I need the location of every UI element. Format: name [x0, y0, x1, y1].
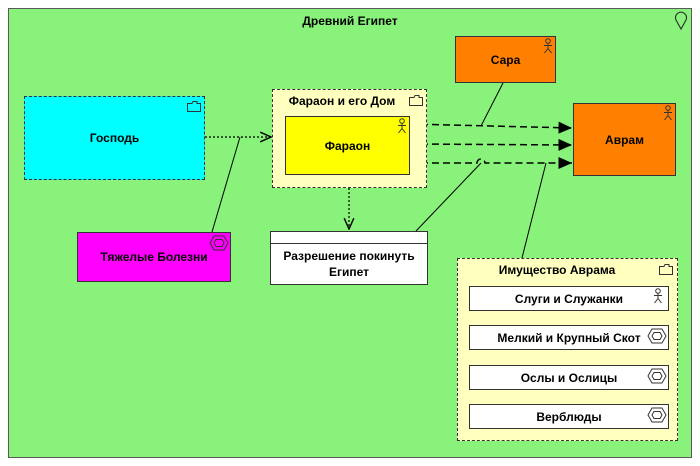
node-faraon[interactable]: Фараон — [285, 116, 410, 175]
node-bolezni-label: Тяжелые Болезни — [100, 250, 208, 264]
folder-icon — [187, 101, 201, 112]
actor-icon — [398, 118, 406, 134]
item-verblyudy-label: Верблюды — [536, 409, 602, 424]
edge-faraon-avram-1 — [409, 121, 573, 134]
edge-sara-link — [480, 82, 504, 127]
edge-bolezni-link — [211, 136, 241, 233]
actor-icon — [544, 38, 552, 54]
item-osly[interactable]: Ослы и Ослицы — [469, 365, 669, 390]
item-slugi-label: Слуги и Служанки — [514, 291, 624, 306]
node-imushchestvo-label: Имущество Аврама — [498, 263, 616, 277]
node-bolezni[interactable]: Тяжелые Болезни — [77, 232, 231, 282]
item-slugi[interactable]: Слуги и Служанки — [469, 286, 669, 311]
edge-faraon-avram-2 — [409, 138, 573, 151]
object-header-divider — [271, 243, 427, 244]
service-icon — [647, 328, 667, 344]
node-faraon-label: Фараон — [324, 138, 371, 153]
item-verblyudy[interactable]: Верблюды — [469, 404, 669, 429]
service-icon — [647, 407, 667, 423]
service-icon — [647, 368, 667, 384]
folder-icon — [409, 95, 423, 106]
actor-icon — [664, 105, 672, 121]
edge-faraon-avram-3 — [410, 157, 572, 169]
node-razreshenie-label: Разрешение покинуть Египет — [283, 249, 415, 279]
folder-icon — [659, 264, 673, 275]
diagram-title: Древний Египет — [302, 14, 398, 28]
node-faraon-dom-label: Фараон и его Дом — [288, 94, 396, 108]
service-icon — [209, 235, 229, 251]
item-osly-label: Ослы и Ослицы — [520, 370, 618, 385]
node-avram[interactable]: Аврам — [573, 103, 676, 176]
node-gospod[interactable]: Господь — [24, 96, 205, 180]
node-sara[interactable]: Сара — [455, 36, 556, 83]
location-pin-icon — [674, 11, 688, 31]
item-skot-label: Мелкий и Крупный Скот — [497, 330, 641, 345]
node-razreshenie[interactable]: Разрешение покинуть Египет — [270, 231, 428, 285]
node-avram-label: Аврам — [605, 132, 644, 147]
item-skot[interactable]: Мелкий и Крупный Скот — [469, 325, 669, 350]
actor-icon — [654, 288, 662, 304]
edge-imushchestvo-link — [521, 162, 547, 259]
edge-razreshenie-link — [415, 162, 482, 232]
node-gospod-label: Господь — [89, 131, 140, 145]
node-sara-label: Сара — [490, 52, 521, 67]
